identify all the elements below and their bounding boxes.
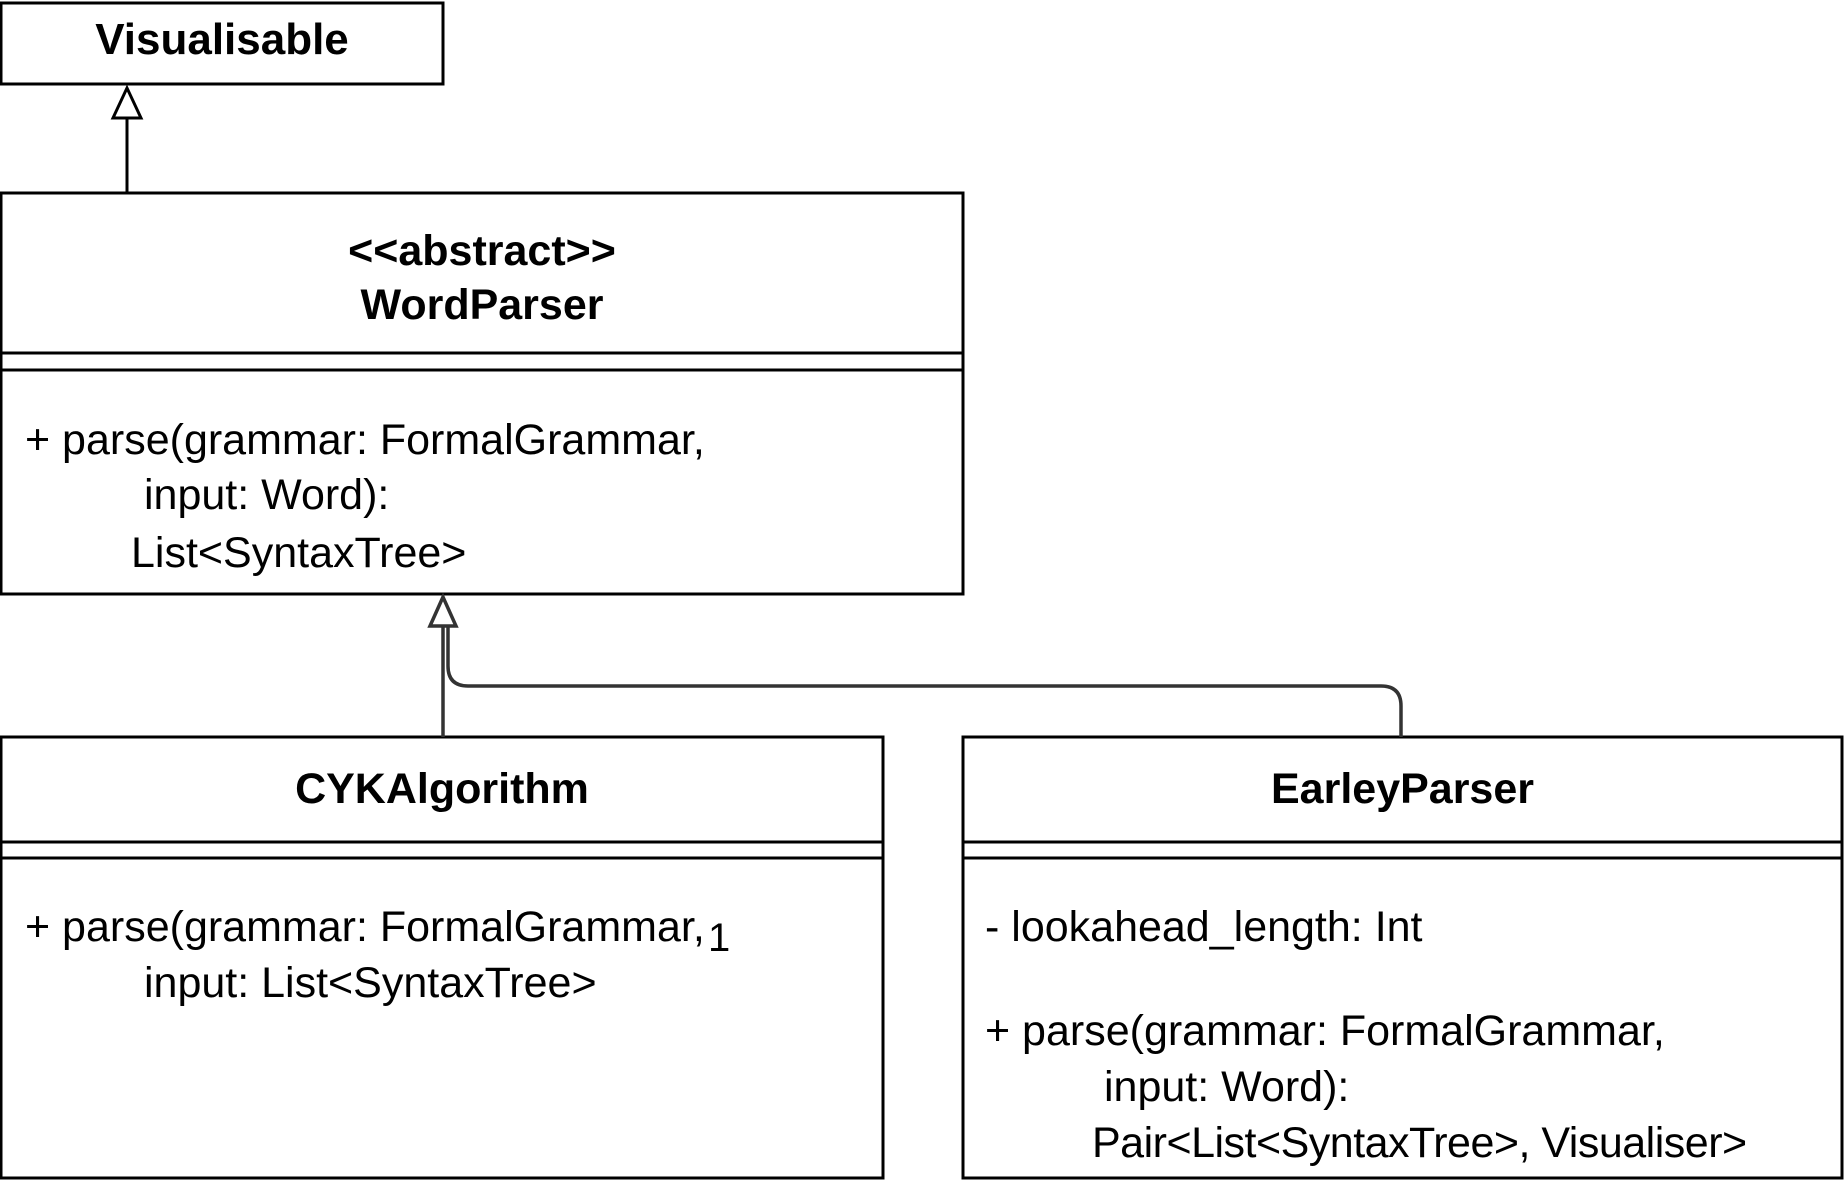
- generalization-wordparser-to-visualisable[interactable]: [110, 84, 144, 193]
- visualisable-class-name: Visualisable: [95, 15, 349, 64]
- word-parser-operation-line-2: input: Word):: [144, 471, 390, 519]
- word-parser-operation-line-3: List<SyntaxTree>: [131, 529, 467, 577]
- earley-operation-line-3: Pair<List<SyntaxTree>, Visualiser>: [1092, 1119, 1747, 1167]
- word-parser-operation-line-1: + parse(grammar: FormalGrammar,: [25, 416, 705, 464]
- cyk-algorithm-class-name: CYKAlgorithm: [295, 765, 589, 813]
- cyk-operation-line-2: input: List<SyntaxTree>: [144, 959, 597, 1007]
- earley-parser-class-name: EarleyParser: [1271, 765, 1534, 813]
- earley-operation-line-1: + parse(grammar: FormalGrammar,: [985, 1007, 1665, 1055]
- hollow-triangle-arrowhead: [110, 84, 144, 120]
- cyk-operation-line-1: + parse(grammar: FormalGrammar,: [25, 903, 705, 951]
- word-parser-class-box[interactable]: [0, 191, 965, 596]
- earley-operation-line-2: input: Word):: [1104, 1063, 1350, 1111]
- word-parser-stereotype: <<abstract>>: [348, 227, 616, 275]
- word-parser-class-name: WordParser: [360, 281, 604, 329]
- cyk-algorithm-class-box[interactable]: [0, 735, 885, 1180]
- stray-mark: 1: [708, 916, 731, 960]
- hollow-triangle-arrowhead-wordparser: [427, 592, 459, 628]
- generalization-earley-to-wordparser[interactable]: [446, 626, 1403, 737]
- visualisable-class-box[interactable]: [0, 1, 445, 86]
- earley-attribute: - lookahead_length: Int: [985, 903, 1423, 951]
- earley-parser-class-box[interactable]: [961, 735, 1844, 1180]
